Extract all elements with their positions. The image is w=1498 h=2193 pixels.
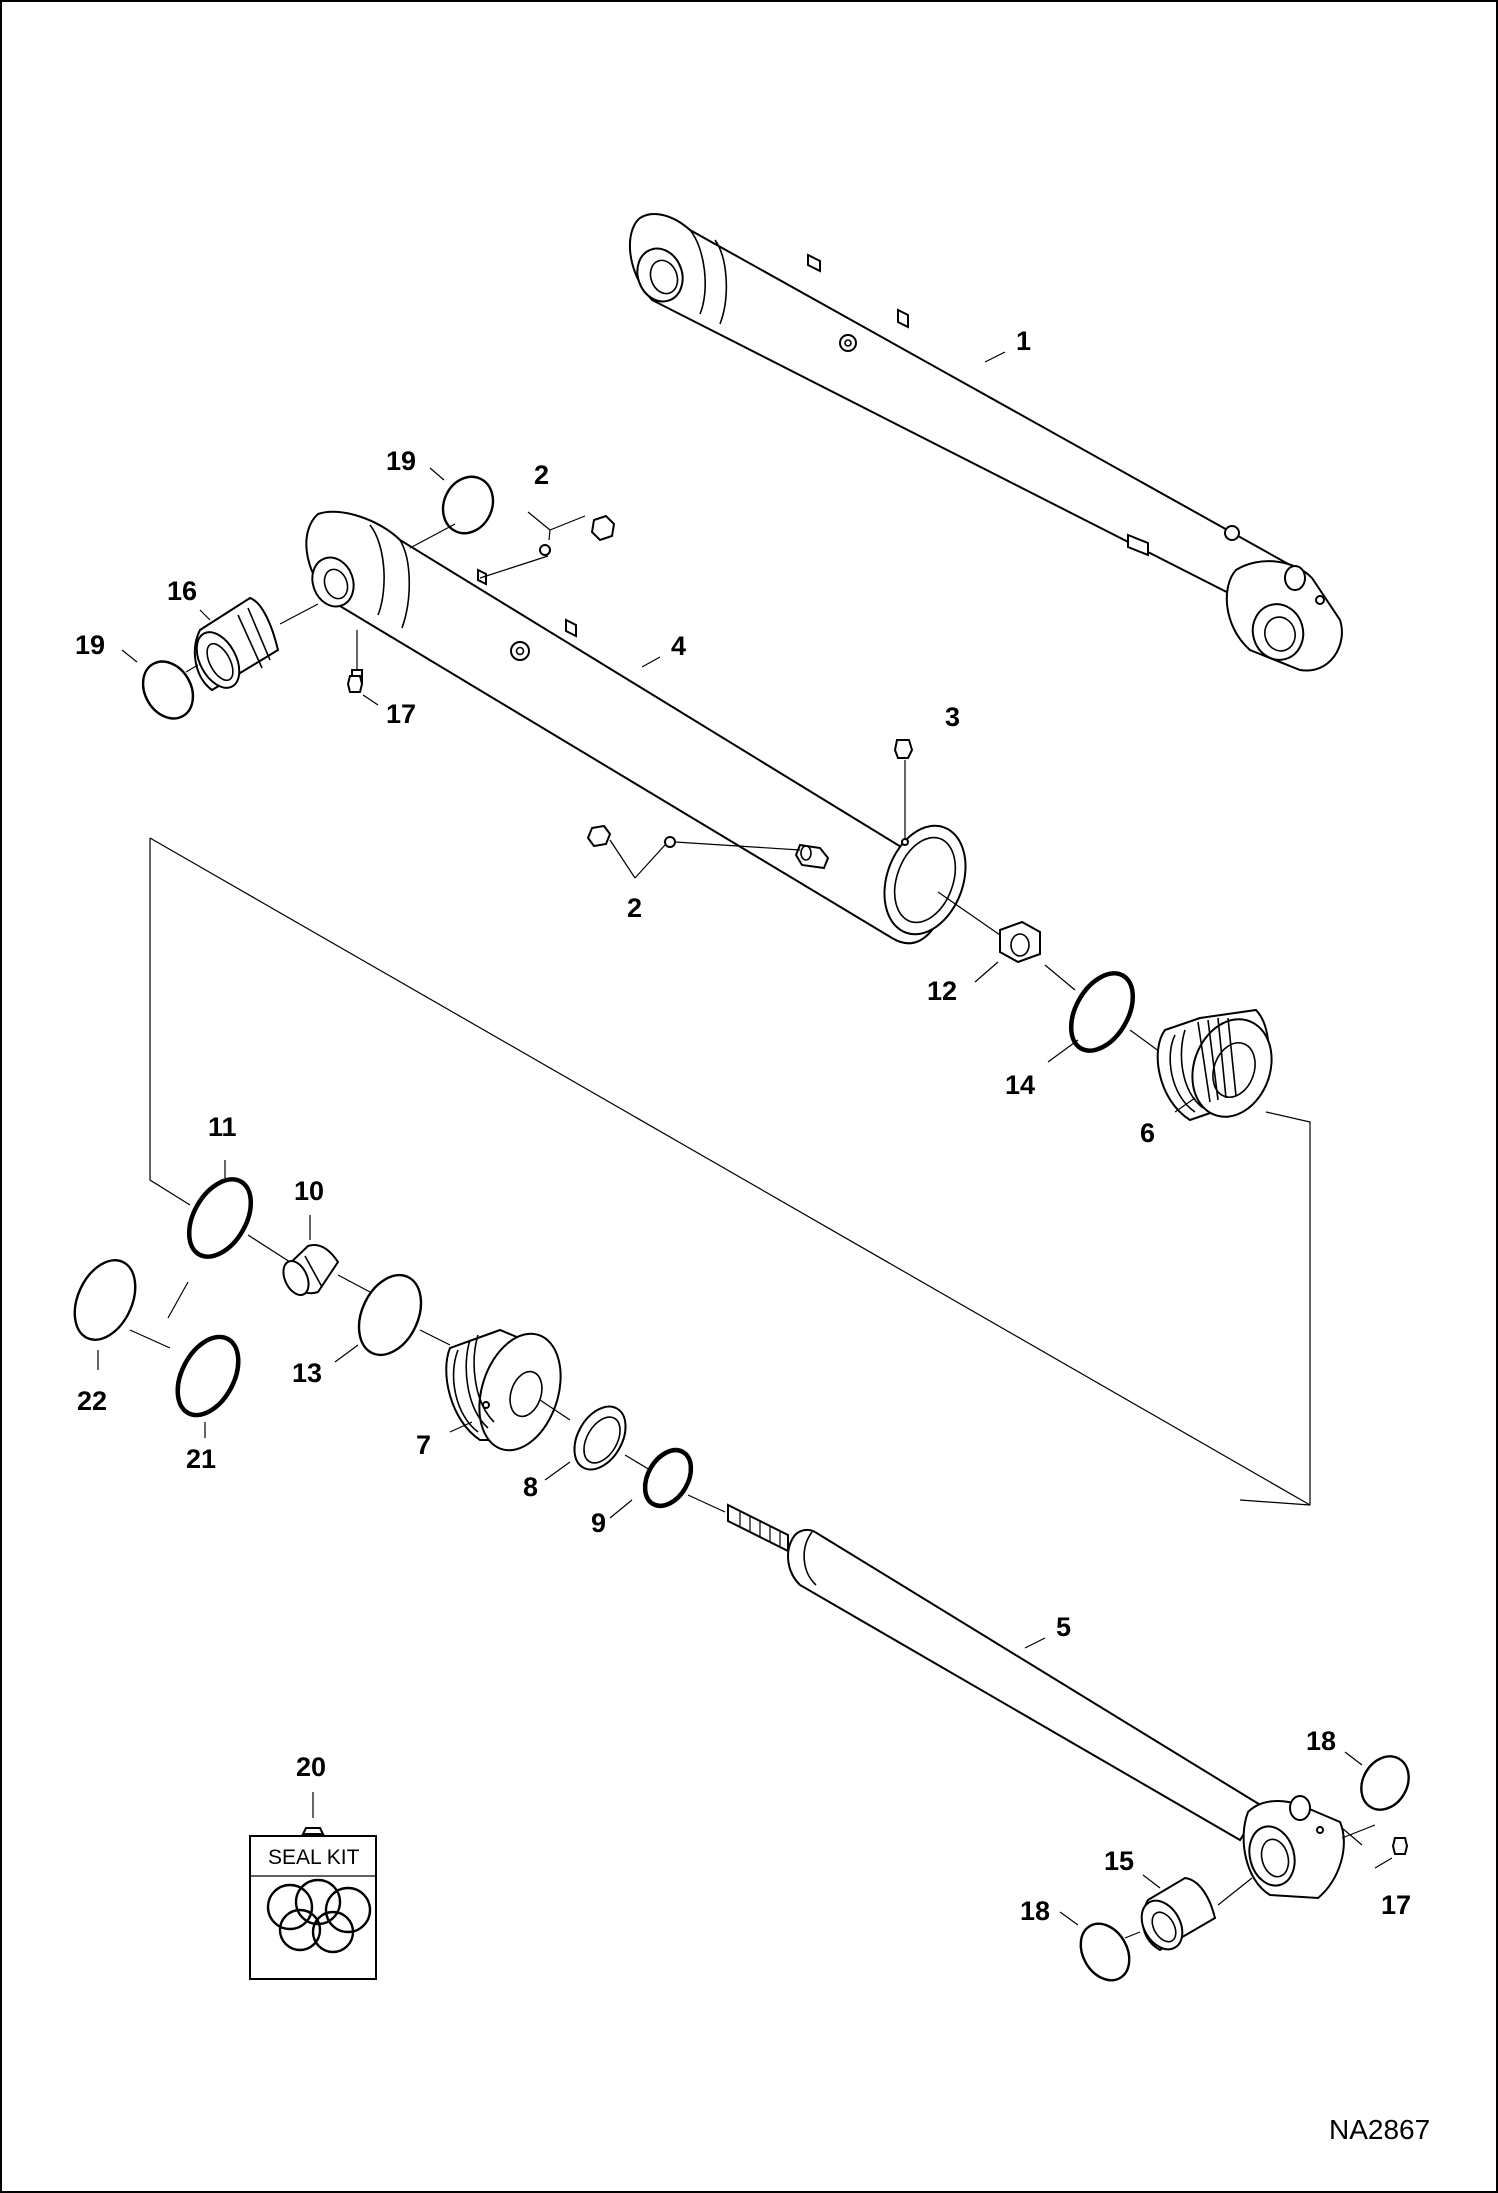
callout-16: 16 [167, 576, 197, 606]
callout-15: 15 [1104, 1846, 1134, 1876]
callout-17-lower: 17 [1381, 1890, 1411, 1920]
fitting-part-2-lower [586, 824, 830, 879]
grease-fitting-part-17-upper [346, 675, 379, 706]
callout-17-upper: 17 [386, 699, 416, 729]
callout-22: 22 [77, 1386, 107, 1416]
callout-2-lower: 2 [627, 893, 642, 923]
callout-11: 11 [208, 1112, 237, 1142]
callout-8: 8 [523, 1472, 538, 1502]
ring-part-19-upper [409, 467, 495, 549]
gland-part-7 [445, 1328, 571, 1452]
callout-13: 13 [292, 1358, 322, 1388]
ring-part-19-lower [121, 649, 199, 720]
ring-part-22 [73, 1259, 171, 1370]
callout-1: 1 [1016, 326, 1031, 356]
ring-part-11 [167, 1160, 291, 1319]
fitting-part-3 [893, 739, 914, 759]
ring-part-9 [609, 1447, 726, 1519]
ring-part-18-upper [1344, 1751, 1410, 1811]
seal-kit-label: SEAL KIT [268, 1846, 360, 1869]
ring-part-8 [544, 1405, 651, 1481]
callout-21: 21 [186, 1444, 216, 1474]
callout-3: 3 [945, 702, 960, 732]
grease-fitting-part-17-lower [1374, 1837, 1409, 1869]
callout-5: 5 [1056, 1612, 1071, 1642]
callout-18-upper: 18 [1306, 1726, 1336, 1756]
ring-part-18-lower [1059, 1911, 1141, 1982]
callout-14: 14 [1005, 1070, 1035, 1100]
nut-part-12 [937, 891, 1041, 983]
ring-part-21 [175, 1334, 241, 1438]
callout-4: 4 [671, 631, 686, 661]
figure-id: NA2867 [1329, 2114, 1430, 2145]
callout-9: 9 [591, 1508, 606, 1538]
callout-labels: 1 2 3 4 2 12 14 6 19 16 19 17 11 10 13 2… [75, 326, 1411, 1926]
ring-part-14 [1044, 964, 1161, 1063]
barrel-part-4 [305, 510, 967, 945]
callout-20: 20 [296, 1752, 326, 1782]
assembly-connector-lines [149, 837, 1311, 1506]
ring-part-13 [334, 1273, 451, 1363]
bushing-part-16 [193, 596, 319, 692]
callout-19-upper: 19 [386, 446, 416, 476]
wear-ring-part-10 [282, 1215, 371, 1296]
callout-12: 12 [927, 976, 957, 1006]
callout-10: 10 [294, 1176, 324, 1206]
callout-19-lower: 19 [75, 630, 105, 660]
piston-part-6 [1156, 1008, 1273, 1122]
cylinder-assembly-part-1 [628, 213, 1343, 672]
fitting-part-2-upper [479, 511, 616, 579]
bushing-part-15 [1140, 1874, 1253, 1952]
seal-kit-part-20 [249, 1792, 377, 1980]
callout-18-lower: 18 [1020, 1896, 1050, 1926]
callout-2-upper: 2 [534, 460, 549, 490]
callout-6: 6 [1140, 1118, 1155, 1148]
callout-7: 7 [416, 1430, 431, 1460]
rod-part-5 [727, 1503, 1376, 1900]
